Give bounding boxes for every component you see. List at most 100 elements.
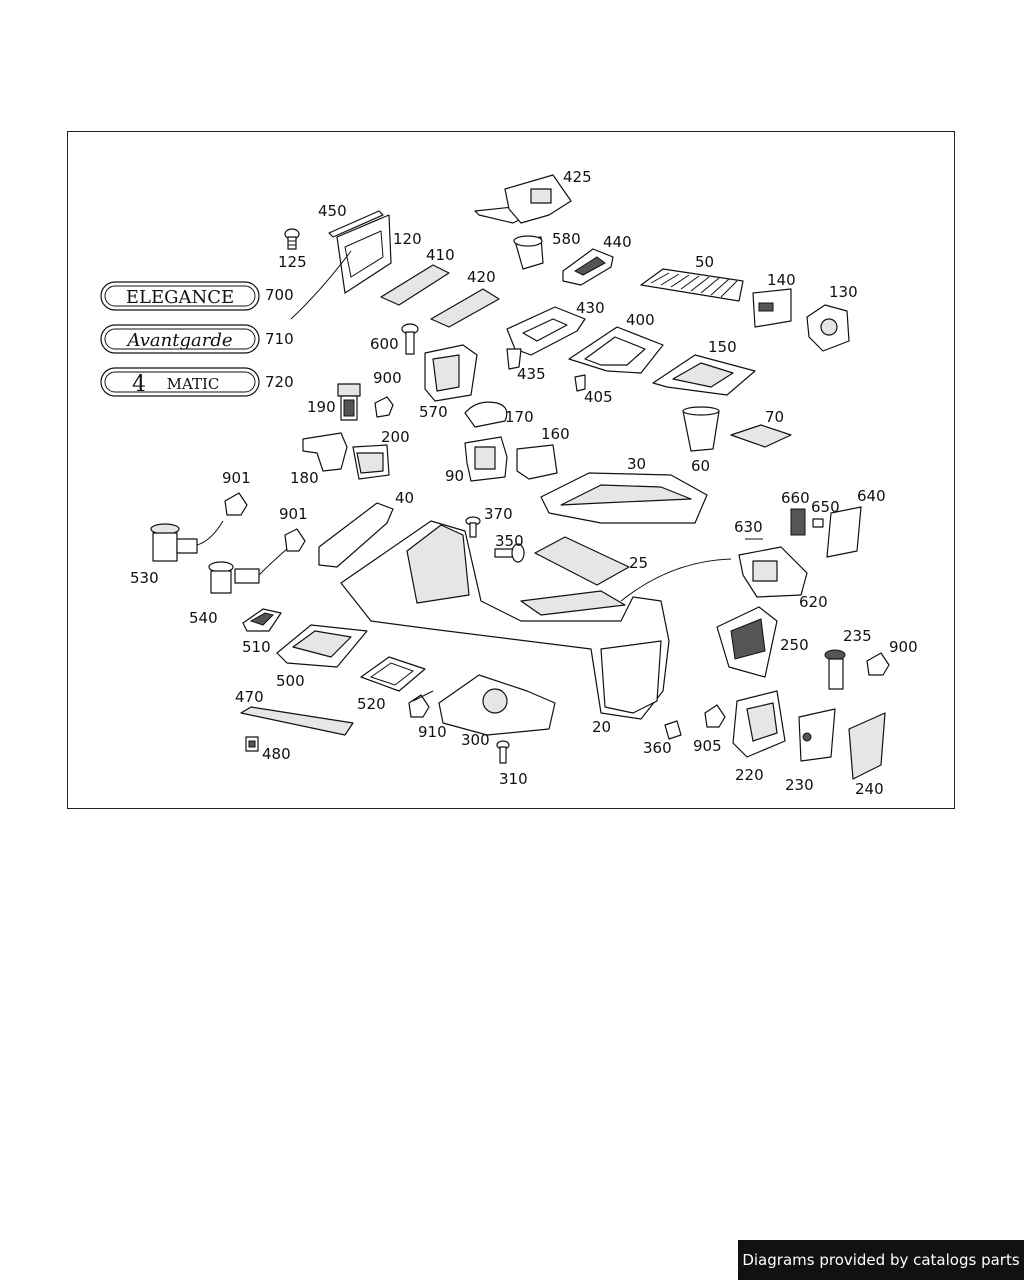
switch-190 (337, 383, 361, 421)
mat-25 (534, 536, 630, 586)
tag-901b (284, 528, 306, 552)
pocket-230 (798, 708, 836, 762)
cup-580 (513, 235, 544, 270)
pocket-140 (752, 288, 792, 328)
callout-900a: 900 (373, 369, 402, 387)
cover-640 (826, 506, 862, 558)
tag-901a (224, 492, 248, 516)
badge-avantgarde: Avantgarde (100, 324, 260, 354)
callout-30: 30 (627, 455, 646, 473)
callout-540: 540 (189, 609, 218, 627)
callout-350: 350 (495, 532, 524, 550)
control-unit-300 (412, 674, 556, 736)
panel-120 (290, 214, 392, 320)
callout-640: 640 (857, 487, 886, 505)
knob-170 (464, 401, 508, 428)
mat-420 (430, 288, 500, 328)
callout-190: 190 (307, 398, 336, 416)
frame-400 (568, 326, 664, 374)
clip-405 (574, 374, 586, 392)
tag-900b (866, 652, 890, 676)
callout-500: 500 (276, 672, 305, 690)
panel-220 (732, 690, 786, 758)
badge-elegance: ELEGANCE (100, 281, 260, 311)
callout-400: 400 (626, 311, 655, 329)
frame-150 (652, 354, 756, 396)
switch-530 (150, 520, 224, 562)
callout-405: 405 (584, 388, 613, 406)
callout-70: 70 (765, 408, 784, 426)
frame-430 (506, 306, 586, 356)
clip-435 (506, 348, 522, 370)
callout-910: 910 (418, 723, 447, 741)
callout-900b: 900 (889, 638, 918, 656)
callout-470: 470 (235, 688, 264, 706)
bracket-180 (302, 432, 348, 472)
callout-530: 530 (130, 569, 159, 587)
callout-150: 150 (708, 338, 737, 356)
callout-520: 520 (357, 695, 386, 713)
bracket-425 (474, 174, 572, 224)
module-160 (516, 444, 558, 480)
callout-25: 25 (629, 554, 648, 572)
callout-360: 360 (643, 739, 672, 757)
callout-650: 650 (811, 498, 840, 516)
callout-410: 410 (426, 246, 455, 264)
callout-570: 570 (419, 403, 448, 421)
screw-370 (465, 516, 481, 538)
callout-720: 720 (265, 373, 294, 391)
callout-300: 300 (461, 731, 490, 749)
switch-235 (824, 649, 846, 690)
badge-4matic: 4 MATIC (100, 367, 260, 397)
callout-660: 660 (781, 489, 810, 507)
callout-600: 600 (370, 335, 399, 353)
screw-125 (284, 228, 300, 250)
parts-diagram-frame: ELEGANCE Avantgarde 4 MATIC (67, 131, 955, 809)
badge-elegance-text: ELEGANCE (126, 287, 234, 308)
callout-180: 180 (290, 469, 319, 487)
controller-500 (276, 624, 368, 668)
holder-570 (424, 344, 478, 402)
mat-410 (380, 264, 450, 306)
callout-901a: 901 (222, 469, 251, 487)
socket-130 (806, 304, 850, 352)
callout-90: 90 (445, 467, 464, 485)
switch-540 (208, 548, 288, 594)
lid-70 (730, 424, 792, 448)
vent-620 (620, 546, 808, 602)
callout-40: 40 (395, 489, 414, 507)
tray-510 (242, 608, 282, 632)
clip-360 (664, 720, 682, 740)
credit-banner: Diagrams provided by catalogs parts (738, 1240, 1024, 1280)
callout-510: 510 (242, 638, 271, 656)
tag-905 (704, 704, 726, 728)
screw-350 (494, 543, 525, 563)
callout-125: 125 (278, 253, 307, 271)
callouts: 425 450 120 125 410 580 440 420 50 140 1… (130, 168, 918, 798)
callout-160: 160 (541, 425, 570, 443)
callout-310: 310 (499, 770, 528, 788)
callout-20: 20 (592, 718, 611, 736)
tag-900a (374, 396, 394, 418)
callout-905: 905 (693, 737, 722, 755)
callout-250: 250 (780, 636, 809, 654)
cover-240 (848, 712, 886, 780)
console-20 (340, 520, 670, 720)
badge-4matic-number: 4 (132, 372, 146, 397)
callout-200: 200 (381, 428, 410, 446)
callout-580: 580 (552, 230, 581, 248)
trim-440 (562, 248, 614, 286)
frame-520 (360, 656, 426, 692)
screw-310 (496, 740, 510, 764)
callout-700: 700 (265, 286, 294, 304)
callout-901b: 901 (279, 505, 308, 523)
strip-450 (328, 210, 384, 238)
callout-710: 710 (265, 330, 294, 348)
callout-220: 220 (735, 766, 764, 784)
vent-250 (716, 606, 778, 678)
unit-90 (464, 436, 508, 482)
parts-diagram: ELEGANCE Avantgarde 4 MATIC (100, 168, 918, 798)
pocket-200 (352, 444, 390, 480)
callout-235: 235 (843, 627, 872, 645)
callout-425: 425 (563, 168, 592, 186)
